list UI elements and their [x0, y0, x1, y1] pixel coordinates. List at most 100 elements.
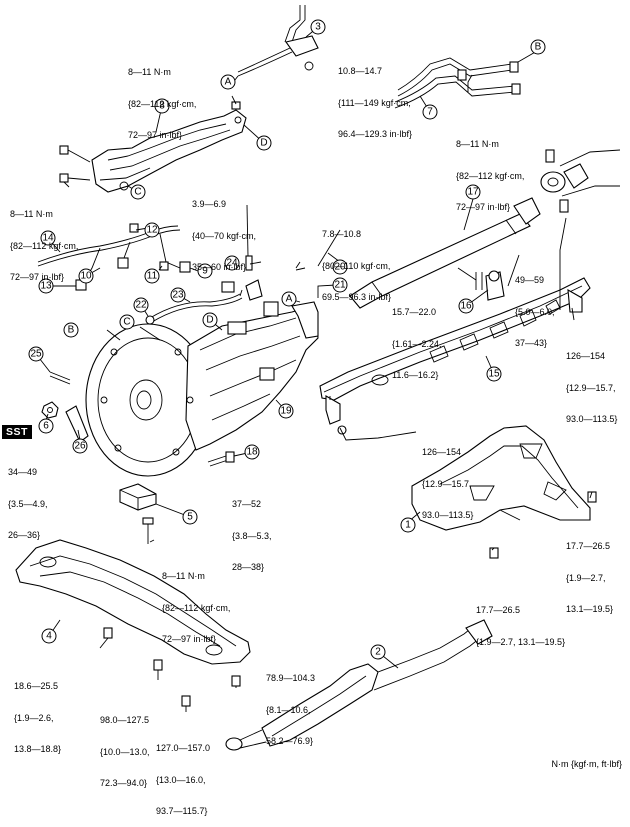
- torque-spec-t17: 78.9—104.3 {8.1—10.6, 58.2—76.9}: [266, 652, 315, 757]
- torque-spec-t16: 18.6—25.5 {1.9—2.6, 13.8—18.8}: [14, 660, 61, 765]
- torque-spec-t19: 127.0—157.0 {13.0—16.0, 93.7—115.7}: [156, 722, 210, 827]
- torque-line: 18.6—25.5: [14, 681, 59, 691]
- letter-a-lower-text: A: [286, 294, 293, 305]
- callout-11-text: 11: [147, 271, 158, 282]
- torque-line: {82—112 kgf·cm,: [162, 602, 231, 613]
- exploded-diagram: 1 2 3 4 5 6 7 8 9 10 11 12 13 14 15 16 1…: [2, 5, 622, 816]
- callout-3-text: 3: [315, 22, 321, 33]
- callout-21-text: 21: [334, 280, 346, 291]
- torque-line: 93.0—113.5}: [422, 510, 474, 520]
- torque-spec-t12: 37—52 {3.8—5.3, 28—38}: [232, 478, 272, 583]
- torque-line: {1.9—2.7, 13.1—19.5}: [476, 636, 566, 647]
- torque-line: 72—97 in·lbf}: [162, 634, 217, 644]
- torque-line: 127.0—157.0: [156, 743, 211, 753]
- torque-spec-t15: 8—11 N·m {82—112 kgf·cm, 72—97 in·lbf}: [162, 550, 230, 655]
- letter-a-lower: A: [281, 291, 297, 307]
- torque-spec-t9: 126—154 {12.9—15.7, 93.0—113.5}: [566, 330, 617, 435]
- callout-8-text: 8: [159, 101, 165, 112]
- callout-25-text: 25: [30, 349, 42, 360]
- callout-15: 15: [486, 366, 502, 382]
- torque-line: 37—52: [232, 499, 262, 509]
- letter-markers: A A B B C C D D: [63, 39, 546, 338]
- part-2-exhaust: [225, 619, 493, 751]
- torque-line: {8.1—10.6,: [266, 704, 311, 715]
- torque-line: 126—154: [422, 447, 462, 457]
- part-6-nut: [41, 401, 59, 419]
- letter-d-lower-text: D: [206, 315, 213, 326]
- diagram-artwork: 1 2 3 4 5 6 7 8 9 10 11 12 13 14 15 16 1…: [15, 5, 621, 751]
- torque-line: 58.2—76.9}: [266, 736, 314, 746]
- callout-12-text: 12: [146, 225, 158, 236]
- letter-d-top-text: D: [260, 138, 267, 149]
- torque-line: {82—112 kgf·cm,: [10, 240, 79, 251]
- letter-b-top-text: B: [535, 42, 542, 53]
- torque-spec-t10: 126—154 {12.9—15.7, 93.0—113.5}: [422, 426, 473, 531]
- torque-line: 49—59: [515, 275, 545, 285]
- torque-line: 93.0—113.5}: [566, 414, 618, 424]
- callout-21: 21: [332, 277, 348, 293]
- callout-10: 10: [78, 268, 94, 284]
- callout-24: 24: [224, 255, 240, 271]
- letter-b-lower-text: B: [68, 325, 75, 336]
- torque-spec-t4: 8—11 N·m {82—112 kgf·cm, 72—97 in·lbf}: [10, 188, 78, 293]
- torque-line: 72—97 in·lbf}: [456, 202, 511, 212]
- torque-line: {82—112 kgf·cm,: [128, 98, 197, 109]
- torque-line: 93.7—115.7}: [156, 806, 208, 816]
- callout-1: 1: [400, 517, 416, 533]
- torque-line: 8—11 N·m: [162, 571, 205, 581]
- letter-b-lower: B: [63, 322, 79, 338]
- part-1-under-cover: [411, 425, 597, 559]
- letter-a-top-text: A: [225, 77, 232, 88]
- callout-3: 3: [310, 19, 326, 35]
- callout-22: 22: [133, 297, 149, 313]
- letter-a-top: A: [220, 74, 236, 90]
- callout-14-text: 14: [42, 233, 54, 244]
- torque-line: 72—97 in·lbf}: [128, 130, 183, 140]
- torque-spec-t11: 34—49 {3.5—4.9, 26—36}: [8, 446, 48, 551]
- callout-24-text: 24: [226, 258, 238, 269]
- torque-line: {3.5—4.9,: [8, 498, 48, 509]
- torque-spec-t1: 8—11 N·m {82—112 kgf·cm, 72—97 in·lbf}: [128, 46, 196, 151]
- torque-line: {12.9—15.7,: [566, 382, 616, 393]
- torque-line: 69.5—96.3 in·lbf}: [322, 292, 392, 302]
- callout-19: 19: [278, 403, 294, 419]
- callout-16-text: 16: [460, 301, 472, 312]
- callout-22-text: 22: [135, 300, 147, 311]
- callout-6-text: 6: [43, 421, 49, 432]
- torque-spec-t5: 3.9—6.9 {40—70 kgf·cm, 35—60 in·lbf}: [192, 178, 256, 283]
- torque-line: 34—49: [8, 467, 38, 477]
- torque-line: 8—11 N·m: [128, 67, 171, 77]
- callout-20-text: 20: [334, 262, 346, 273]
- torque-line: 98.0—127.5: [100, 715, 150, 725]
- torque-spec-t8: 15.7—22.0 {1.61—2.24, 11.6—16.2}: [392, 286, 442, 391]
- torque-spec-t3: 8—11 N·m {82—112 kgf·cm, 72—97 in·lbf}: [456, 118, 524, 223]
- letter-c-top: C: [130, 184, 146, 200]
- torque-line: 28—38}: [232, 562, 265, 572]
- callout-20: 20: [332, 259, 348, 275]
- torque-spec-t2: 10.8—14.7 {111—149 kgf·cm, 96.4—129.3 in…: [338, 45, 412, 150]
- part-26-plate: [65, 405, 89, 443]
- callout-circles: 1 2 3 4 5 6 7 8 9 10 11 12 13 14 15 16 1…: [28, 19, 502, 660]
- callout-14: 14: [40, 230, 56, 246]
- part-3-bracket: [237, 5, 319, 77]
- torque-line: 10.8—14.7: [338, 66, 383, 76]
- part-7-pipes: [394, 57, 521, 109]
- torque-spec-t13: 17.7—26.5 {1.9—2.7, 13.1—19.5}: [566, 520, 613, 625]
- letter-c-lower-text: C: [123, 317, 130, 328]
- torque-line: 72—97 in·lbf}: [10, 272, 65, 282]
- torque-line: 72.3—94.0}: [100, 778, 148, 788]
- letter-d-top: D: [256, 135, 272, 151]
- callout-15-text: 15: [488, 369, 500, 380]
- callout-9-text: 9: [202, 266, 208, 277]
- torque-line: {1.9—2.6,: [14, 712, 54, 723]
- callout-5: 5: [182, 509, 198, 525]
- callout-7: 7: [422, 104, 438, 120]
- torque-line: 17.7—26.5: [476, 605, 521, 615]
- letter-c-lower: C: [119, 314, 135, 330]
- torque-line: 78.9—104.3: [266, 673, 316, 683]
- callout-23-text: 23: [172, 290, 184, 301]
- callout-26-text: 26: [74, 441, 86, 452]
- callout-13: 13: [38, 278, 54, 294]
- torque-line: 3.9—6.9: [192, 199, 227, 209]
- torque-line: {3.8—5.3,: [232, 530, 272, 541]
